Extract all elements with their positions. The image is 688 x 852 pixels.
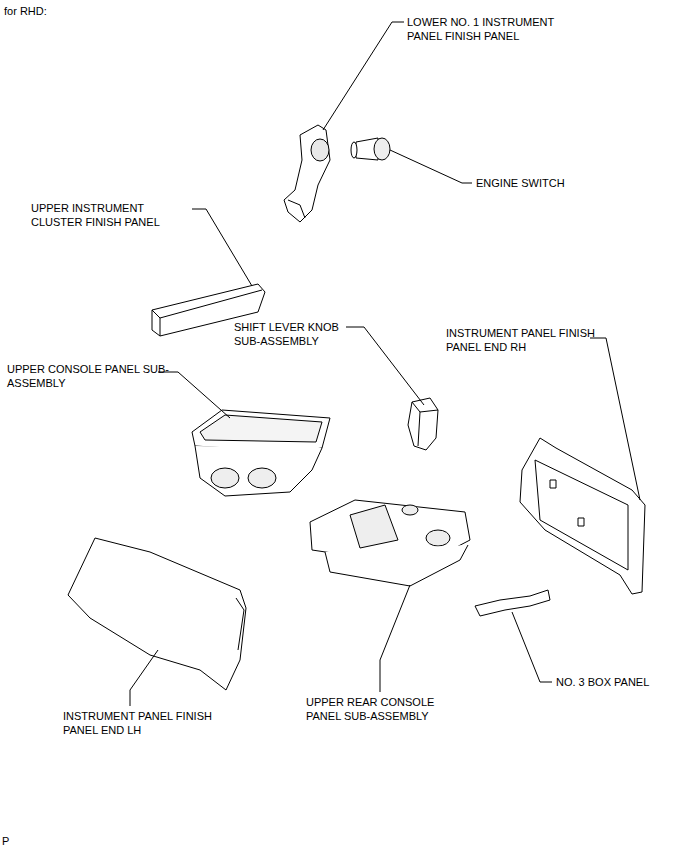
part-name: UPPER INSTRUMENT CLUSTER FINISH PANEL (31, 201, 191, 229)
part-name: INSTRUMENT PANEL FINISH PANEL END RH (446, 326, 606, 354)
part-name: UPPER REAR CONSOLE PANEL SUB-ASSEMBLY (306, 695, 466, 723)
part-name: INSTRUMENT PANEL FINISH PANEL END LH (63, 709, 223, 737)
part-name: SHIFT LEVER KNOB SUB-ASSEMBLY (234, 320, 364, 348)
page-marker: P (2, 834, 9, 848)
part-name: ENGINE SWITCH (476, 176, 565, 190)
part-name: UPPER CONSOLE PANEL SUB-ASSEMBLY (7, 362, 172, 390)
part-name: LOWER NO. 1 INSTRUMENT PANEL FINISH PANE… (407, 15, 582, 43)
part-name: NO. 3 BOX PANEL (556, 675, 649, 689)
diagram-title: for RHD: (4, 4, 47, 18)
